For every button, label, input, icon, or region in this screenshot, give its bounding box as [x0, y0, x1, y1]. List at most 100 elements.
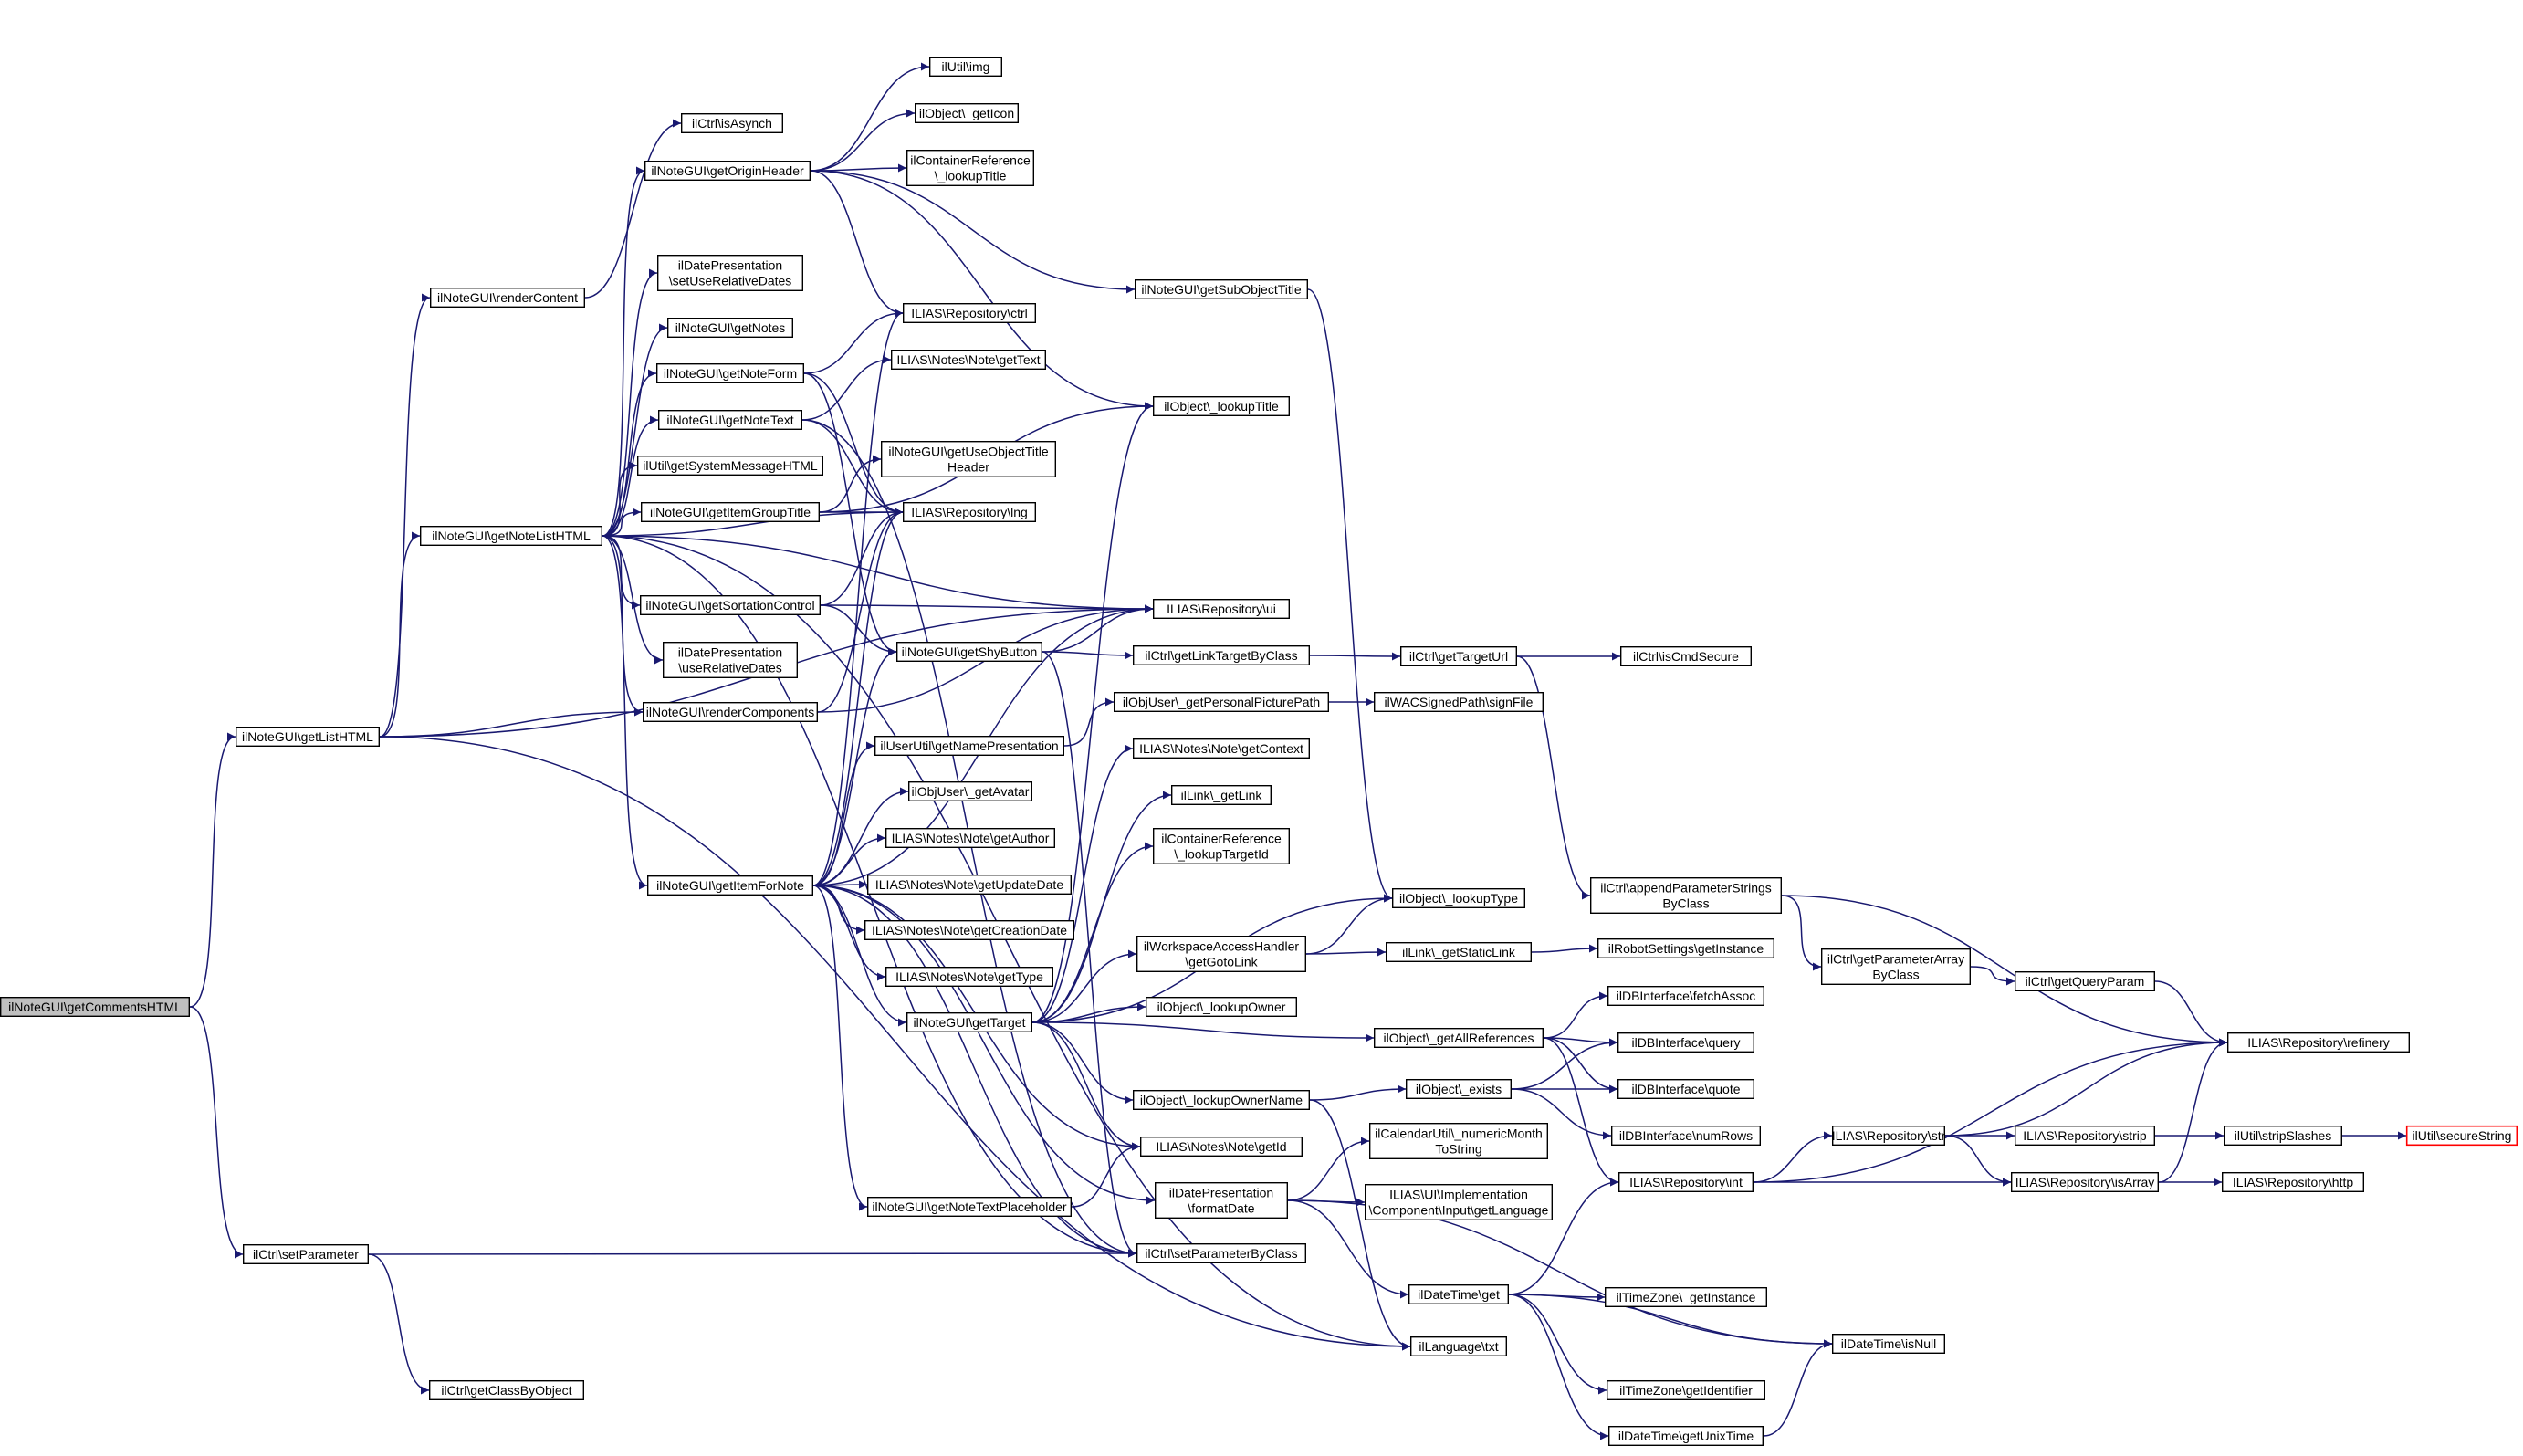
node-lookup-owner[interactable]: ilObject\_lookupOwner [1145, 996, 1297, 1017]
node-render-components[interactable]: ilNoteGUI\renderComponents [643, 702, 819, 723]
node-box [243, 1243, 370, 1264]
node-get-item-for-note[interactable]: ilNoteGUI\getItemForNote [647, 875, 814, 896]
node-robot-get-instance[interactable]: ilRobotSettings\getInstance [1597, 937, 1774, 958]
node-lng-txt[interactable]: ilLanguage\txt [1409, 1336, 1507, 1356]
node-is-cmd-secure[interactable]: ilCtrl\isCmdSecure [1619, 646, 1752, 667]
node-get-unix-time[interactable]: ilDateTime\getUnixTime [1607, 1425, 1764, 1446]
node-dt-get[interactable]: ilDateTime\get [1408, 1283, 1509, 1304]
node-label: ILIAS\Repository\str [1832, 1128, 1946, 1143]
node-render-content[interactable]: ilNoteGUI\renderContent [430, 288, 586, 309]
node-set-parameter[interactable]: ilCtrl\setParameter [243, 1243, 370, 1264]
node-sign-file[interactable]: ilWACSignedPath\signFile [1373, 692, 1544, 713]
node-box [1399, 646, 1517, 667]
node-cr-lookup-target-id[interactable]: ilContainerReference\_lookupTargetId [1152, 828, 1290, 865]
node-strip-slashes[interactable]: ilUtil\stripSlashes [2223, 1125, 2342, 1146]
node-secure-string[interactable]: ilUtil\secureString [2405, 1125, 2518, 1147]
node-format-date[interactable]: ilDatePresentation\formatDate [1154, 1181, 1288, 1219]
node-get-icon[interactable]: ilObject\_getIcon [915, 102, 1020, 123]
node-get-notes[interactable]: ilNoteGUI\getNotes [667, 318, 794, 339]
node-is-asynch[interactable]: ilCtrl\isAsynch [681, 112, 784, 133]
node-dt-is-null[interactable]: ilDateTime\isNull [1831, 1333, 1945, 1354]
node-get-creation-date[interactable]: ILIAS\Notes\Note\getCreationDate [864, 920, 1075, 941]
node-repo-http[interactable]: ILIAS\Repository\http [2221, 1171, 2364, 1192]
node-db-query[interactable]: ilDBInterface\query [1617, 1032, 1754, 1053]
node-get-origin-header[interactable]: ilNoteGUI\getOriginHeader [644, 160, 811, 181]
node-get-sub-object-title[interactable]: ilNoteGUI\getSubObjectTitle [1134, 279, 1308, 300]
edge-get-query-param-to-refinery [2154, 980, 2228, 1047]
node-repo-ctrl[interactable]: ILIAS\Repository\ctrl [903, 303, 1037, 324]
node-fetch-assoc[interactable]: ilDBInterface\fetchAssoc [1607, 985, 1764, 1006]
node-get-shy-button[interactable]: ilNoteGUI\getShyButton [896, 642, 1043, 663]
node-box [1132, 1089, 1310, 1110]
node-db-quote[interactable]: ilDBInterface\quote [1617, 1078, 1754, 1099]
edge-get-target-url-to-append-parameter-strings [1516, 655, 1591, 900]
node-get-target-url[interactable]: ilCtrl\getTargetUrl [1399, 646, 1517, 667]
node-get-type[interactable]: ILIAS\Notes\Note\getType [885, 966, 1054, 987]
node-get-link-target-by-class[interactable]: ilCtrl\getLinkTargetByClass [1132, 645, 1310, 666]
node-note-get-text[interactable]: ILIAS\Notes\Note\getText [891, 350, 1047, 371]
node-get-item-group-title[interactable]: ilNoteGUI\getItemGroupTitle [641, 502, 821, 523]
node-label: ilWorkspaceAccessHandler [1144, 939, 1299, 954]
node-repo-is-array[interactable]: ILIAS\Repository\isArray [2010, 1171, 2159, 1192]
node-get-comments-html[interactable]: ilNoteGUI\getCommentsHTML [0, 996, 191, 1017]
node-get-update-date[interactable]: ILIAS\Notes\Note\getUpdateDate [867, 875, 1073, 896]
node-get-class-by-object[interactable]: ilCtrl\getClassByObject [429, 1379, 585, 1400]
node-get-link[interactable]: ilLink\_getLink [1170, 785, 1272, 806]
node-repo-ui[interactable]: ILIAS\Repository\ui [1152, 599, 1290, 620]
node-get-target[interactable]: ilNoteGUI\getTarget [906, 1011, 1033, 1032]
node-box [1589, 877, 1782, 915]
node-repo-strip[interactable]: ILIAS\Repository\strip [2014, 1125, 2155, 1146]
node-use-relative-dates[interactable]: ilDatePresentation\useRelativeDates [663, 642, 799, 679]
node-box [1145, 996, 1297, 1017]
node-get-author[interactable]: ILIAS\Notes\Note\getAuthor [885, 828, 1056, 849]
node-box [1606, 1379, 1765, 1400]
node-get-note-text-placeholder[interactable]: ilNoteGUI\getNoteTextPlaceholder [867, 1196, 1073, 1217]
node-get-sortation-control[interactable]: ilNoteGUI\getSortationControl [640, 595, 822, 616]
node-get-all-references[interactable]: ilObject\_getAllReferences [1373, 1027, 1544, 1048]
node-num-rows[interactable]: ilDBInterface\numRows [1610, 1125, 1761, 1146]
node-lookup-owner-name[interactable]: ilObject\_lookupOwnerName [1132, 1089, 1310, 1110]
node-note-get-id[interactable]: ILIAS\Notes\Note\getId [1139, 1136, 1303, 1157]
node-get-note-form[interactable]: ilNoteGUI\getNoteForm [656, 363, 805, 384]
node-get-name-presentation[interactable]: ilUserUtil\getNamePresentation [874, 736, 1065, 757]
edge-get-origin-header-to-obj-lookup-title [810, 170, 1154, 411]
edge-get-unix-time-to-dt-is-null [1763, 1339, 1833, 1437]
edge-get-item-for-note-to-get-note-text-placeholder [812, 885, 868, 1211]
node-refinery[interactable]: ILIAS\Repository\refinery [2226, 1032, 2410, 1053]
node-label: ILIAS\Repository\http [2233, 1175, 2354, 1189]
node-label: ilNoteGUI\getSortationControl [645, 598, 814, 613]
node-get-avatar[interactable]: ilObjUser\_getAvatar [908, 781, 1033, 802]
node-repo-lng[interactable]: ILIAS\Repository\lng [903, 502, 1037, 523]
node-cr-lookup-title[interactable]: ilContainerReference\_lookupTitle [906, 149, 1035, 186]
node-tz-get-identifier[interactable]: ilTimeZone\getIdentifier [1606, 1379, 1765, 1400]
node-label: ilObjUser\_getPersonalPicturePath [1123, 695, 1320, 709]
node-set-use-relative-dates[interactable]: ilDatePresentation\setUseRelativeDates [657, 255, 804, 292]
node-repo-str[interactable]: ILIAS\Repository\str [1832, 1125, 1946, 1146]
node-set-parameter-by-class[interactable]: ilCtrl\setParameterByClass [1136, 1242, 1306, 1263]
node-label: ilDateTime\get [1418, 1287, 1500, 1302]
node-repo-int[interactable]: ILIAS\Repository\int [1617, 1171, 1754, 1192]
node-lookup-type[interactable]: ilObject\_lookupType [1391, 888, 1525, 909]
node-get-system-message-html[interactable]: ilUtil\getSystemMessageHTML [637, 456, 824, 477]
node-ui-get-language[interactable]: ILIAS\UI\Implementation\Component\Input\… [1364, 1183, 1553, 1220]
node-label: ilTimeZone\getIdentifier [1619, 1383, 1753, 1398]
node-get-static-link[interactable]: ilLink\_getStaticLink [1385, 941, 1532, 962]
node-obj-exists[interactable]: ilObject\_exists [1405, 1078, 1512, 1099]
node-box [1136, 1242, 1306, 1263]
node-get-note-list-html[interactable]: ilNoteGUI\getNoteListHTML [420, 526, 603, 547]
node-img[interactable]: ilUtil\img [929, 57, 1003, 78]
node-label: ILIAS\Repository\ctrl [911, 306, 1028, 320]
node-get-context[interactable]: ILIAS\Notes\Note\getContext [1132, 738, 1310, 759]
node-get-list-html[interactable]: ilNoteGUI\getListHTML [236, 727, 381, 748]
node-obj-lookup-title[interactable]: ilObject\_lookupTitle [1152, 396, 1290, 417]
node-label: ILIAS\UI\Implementation [1389, 1188, 1528, 1202]
node-get-note-text[interactable]: ilNoteGUI\getNoteText [658, 410, 803, 431]
node-tz-get-instance[interactable]: ilTimeZone\_getInstance [1604, 1286, 1767, 1307]
node-get-query-param[interactable]: ilCtrl\getQueryParam [2014, 970, 2155, 991]
node-get-goto-link[interactable]: ilWorkspaceAccessHandler\getGotoLink [1136, 935, 1306, 972]
node-get-personal-picture-path[interactable]: ilObjUser\_getPersonalPicturePath [1113, 692, 1329, 713]
